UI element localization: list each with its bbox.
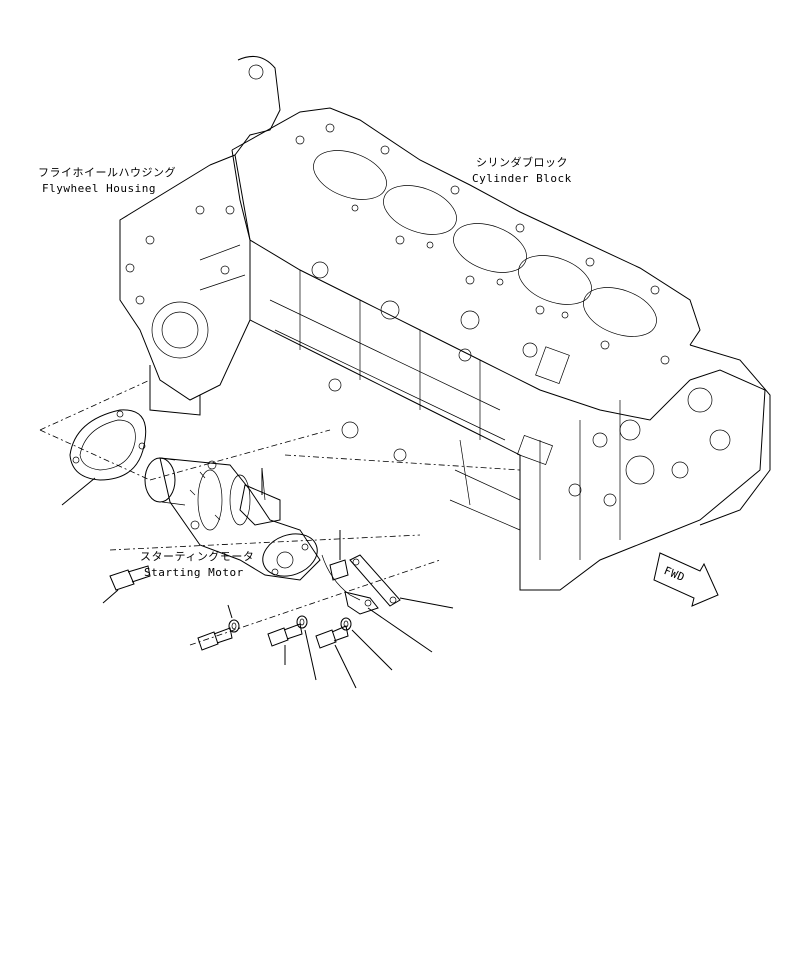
fwd-arrow: FWD — [653, 552, 719, 607]
bolt-2 — [267, 623, 303, 665]
starting-motor-label-en: Starting Motor — [144, 566, 244, 579]
bolt-3 — [315, 625, 357, 689]
washer-1 — [227, 604, 240, 633]
gasket — [61, 409, 147, 506]
washer-2 — [296, 615, 317, 681]
bolt-left — [102, 565, 151, 604]
flywheel-housing-label-en: Flywheel Housing — [42, 182, 156, 195]
bolt-1 — [197, 627, 233, 651]
deck-bolt-holes — [295, 123, 670, 365]
starting-motor-label-jp: スターティングモータ — [140, 549, 254, 563]
leader-lines — [367, 597, 454, 653]
starting-motor — [144, 457, 321, 581]
wire-bracket — [261, 468, 401, 615]
flywheel-housing — [119, 55, 281, 416]
flywheel-housing-label-jp: フライホイールハウジング — [38, 165, 176, 179]
cylinder-block — [231, 107, 771, 591]
washer-3 — [340, 617, 393, 671]
cylinder-block-label-en: Cylinder Block — [472, 172, 572, 185]
cylinder-block-label-jp: シリンダブロック — [476, 155, 568, 169]
fwd-label: FWD — [662, 564, 687, 584]
